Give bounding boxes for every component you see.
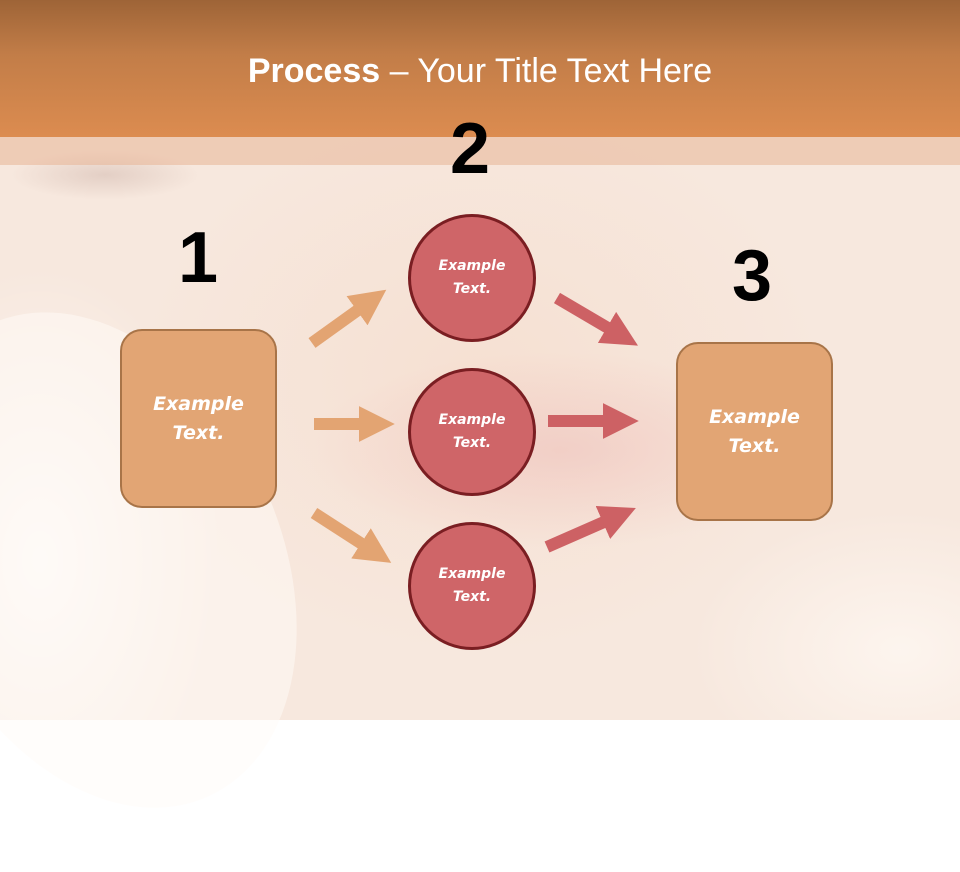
arrow-1-to-top [308, 289, 387, 348]
title-rest: – Your Title Text Here [380, 52, 713, 90]
arrow-1-to-bottom [310, 507, 392, 563]
title-bar [0, 0, 960, 137]
arrows-layer [308, 289, 639, 563]
step3-text: Example Text. [709, 403, 800, 461]
title-bar-band [0, 137, 960, 165]
step-number-3: 3 [732, 236, 773, 316]
step2-circle-top: Example Text. [408, 214, 536, 342]
arrow-bottom-to-3 [544, 505, 636, 553]
title-bold: Process [247, 52, 381, 90]
circle-middle-label-line2: Text. [452, 435, 492, 451]
step3-label-line2: Text. [728, 434, 781, 457]
arrow-top-to-3 [553, 292, 638, 346]
step1-label-line2: Text. [172, 421, 225, 444]
step1-text: Example Text. [153, 390, 244, 448]
step1-box: Example Text. [120, 329, 277, 508]
step2-circle-bottom: Example Text. [408, 522, 536, 650]
slide-title: Process – Your Title Text Here [0, 52, 960, 91]
circle-bottom-label-line1: Example [438, 566, 506, 582]
step-number-1: 1 [178, 218, 219, 298]
circle-top-label-line1: Example [438, 258, 506, 274]
step-number-2: 2 [450, 109, 491, 189]
step3-box: Example Text. [676, 342, 833, 521]
step2-circle-middle: Example Text. [408, 368, 536, 496]
circle-bottom-label-line2: Text. [452, 589, 492, 605]
circle-middle-label-line1: Example [438, 412, 506, 428]
circle-top-label-line2: Text. [452, 281, 492, 297]
step3-label-line1: Example [709, 405, 800, 428]
step1-label-line1: Example [153, 392, 244, 415]
